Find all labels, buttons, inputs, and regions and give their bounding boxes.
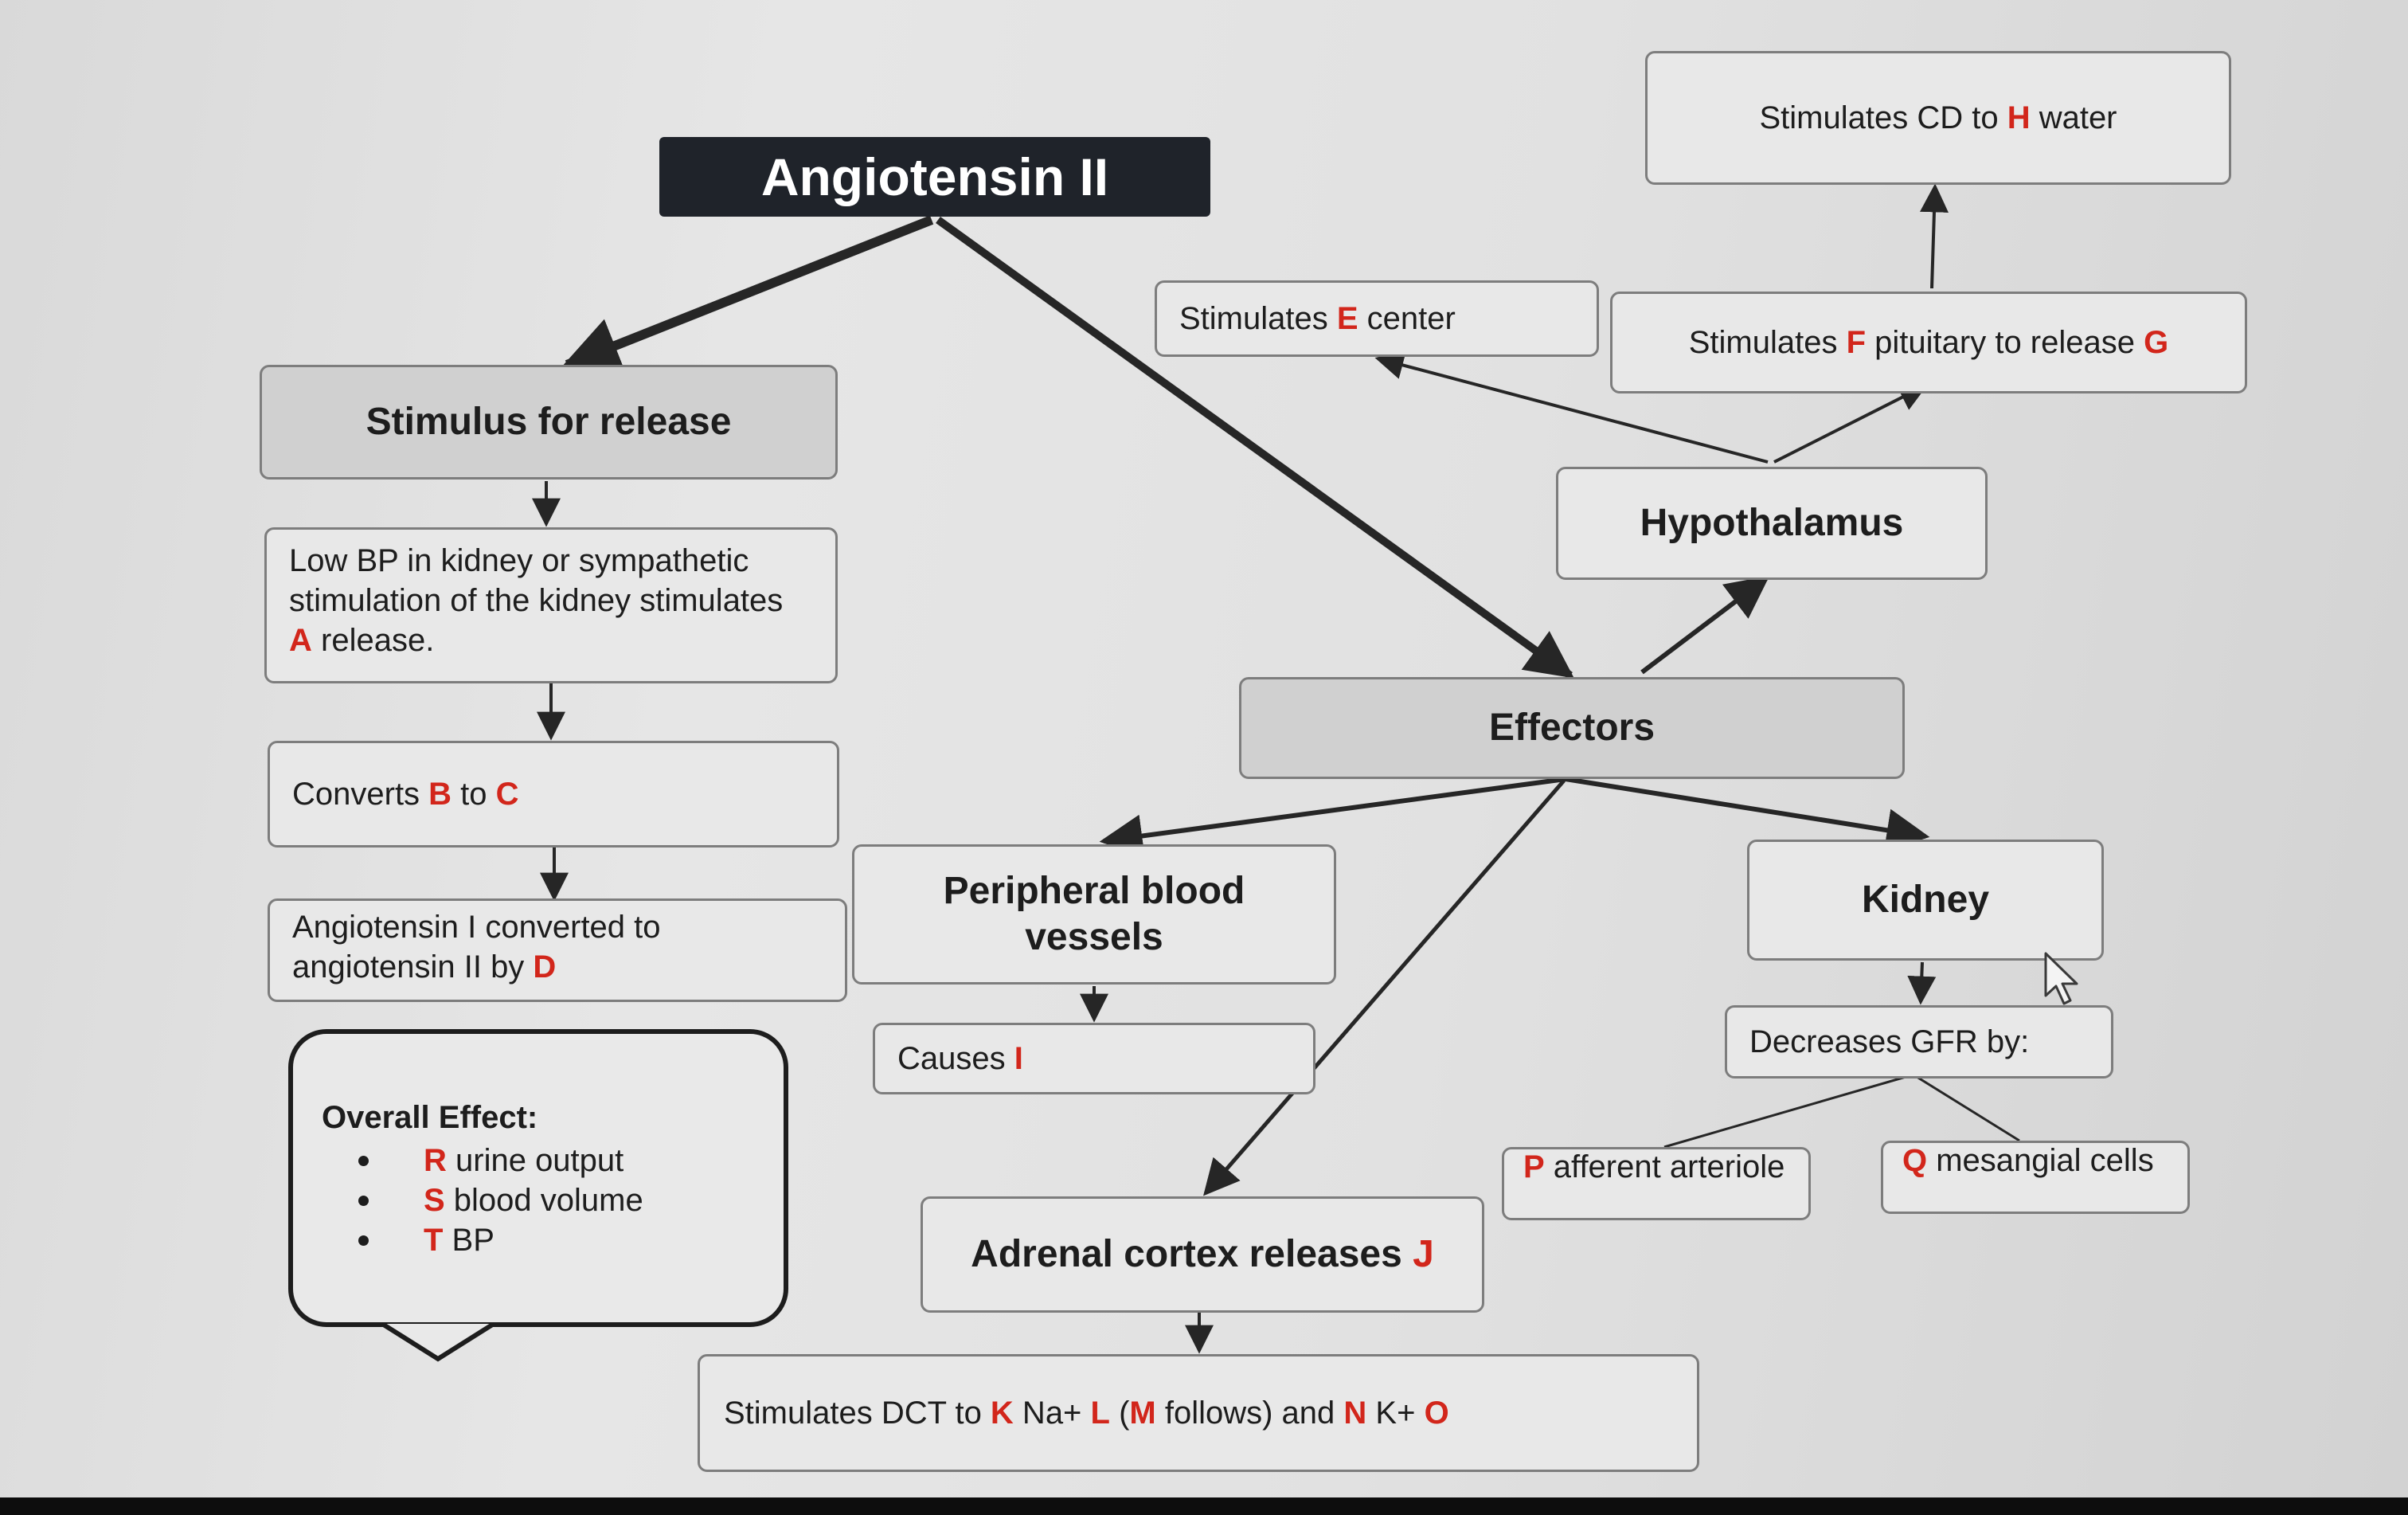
adrenal-cortex-label: Adrenal cortex releases — [971, 1233, 1413, 1275]
overall-effect-heading: Overall Effect: — [322, 1100, 538, 1135]
cd-text-end: water — [2030, 100, 2117, 135]
letter-h: H — [2007, 100, 2031, 135]
gfr-label: Decreases GFR by: — [1749, 1024, 2030, 1059]
letter-n: N — [1343, 1396, 1367, 1431]
letter-d: D — [533, 949, 557, 985]
overall-item-t: T BP — [322, 1220, 760, 1260]
pituitary-text: Stimulates — [1688, 325, 1847, 360]
stimulus-for-release-box: Stimulus for release — [260, 365, 838, 480]
arrow-effectors-to-hypothalamus — [1640, 575, 1770, 675]
hypothalamus-box: Hypothalamus — [1556, 467, 1988, 580]
letter-f: F — [1846, 325, 1867, 360]
dct-text: Stimulates DCT to — [724, 1396, 991, 1431]
letter-l: L — [1090, 1396, 1110, 1431]
causes-box: Causes I — [873, 1023, 1315, 1094]
angiotensin-i-box: Angiotensin I converted to angiotensin I… — [268, 898, 847, 1002]
q-mesangial-box: Q mesangial cells — [1881, 1141, 2190, 1214]
arrow-kidney-to-gfr — [1907, 961, 1937, 1005]
peripheral-blood-vessels-box: Peripheral blood vessels — [852, 844, 1336, 985]
screen-bezel — [0, 1497, 2408, 1515]
overall-item-r: R urine output — [322, 1141, 760, 1180]
angiotensin-i-text: Angiotensin I converted to angiotensin I… — [292, 910, 661, 985]
kidney-box: Kidney — [1747, 840, 2104, 961]
low-bp-box: Low BP in kidney or sympathetic stimulat… — [264, 527, 838, 683]
p-afferent-box: P afferent arteriole — [1502, 1147, 1811, 1220]
adrenal-cortex-box: Adrenal cortex releases J — [921, 1196, 1484, 1313]
arrow-title-to-effectors — [936, 216, 1574, 679]
low-bp-text-end: release. — [311, 623, 435, 658]
e-center-box: Stimulates E center — [1155, 280, 1599, 357]
stimulus-for-release-label: Stimulus for release — [366, 401, 732, 443]
converts-text: Converts — [292, 777, 429, 812]
letter-m: M — [1129, 1396, 1156, 1431]
dct-box: Stimulates DCT to K Na+ L (M follows) an… — [698, 1354, 1699, 1472]
arrow-pituitary-to-cd — [1919, 183, 1949, 289]
arrow-hypothalamus-to-e-center — [1374, 350, 1769, 464]
letter-e: E — [1336, 301, 1358, 336]
converts-box: Converts B to C — [268, 741, 839, 848]
e-center-text: Stimulates — [1179, 301, 1337, 336]
effectors-box: Effectors — [1239, 677, 1905, 779]
gfr-box: Decreases GFR by: — [1725, 1005, 2113, 1079]
overall-effect-list: R urine output S blood volume T BP — [322, 1141, 760, 1260]
angiotensin-ii-title: Angiotensin II — [659, 137, 1210, 217]
dct-na: Na+ — [1013, 1396, 1091, 1431]
pituitary-box: Stimulates F pituitary to release G — [1610, 292, 2247, 393]
arrow-effectors-to-adrenal — [1203, 779, 1566, 1196]
q-mesangial-text: mesangial cells — [1927, 1143, 2154, 1178]
arrow-hypothalamus-to-pituitary — [1773, 384, 1929, 464]
kidney-label: Kidney — [1861, 879, 1990, 921]
letter-o: O — [1424, 1396, 1449, 1431]
cd-water-box: Stimulates CD to H water — [1645, 51, 2231, 185]
peripheral-blood-vessels-label: Peripheral blood vessels — [943, 870, 1245, 958]
hypothalamus-label: Hypothalamus — [1640, 502, 1904, 544]
cd-text: Stimulates CD to — [1759, 100, 2007, 135]
arrow-title-to-stimulus — [561, 215, 934, 373]
letter-j: J — [1413, 1233, 1434, 1275]
letter-c: C — [495, 777, 519, 812]
dct-paren: ( — [1109, 1396, 1130, 1431]
letter-i: I — [1014, 1041, 1023, 1076]
dct-k: K+ — [1366, 1396, 1425, 1431]
effectors-label: Effectors — [1488, 707, 1656, 749]
causes-text: Causes — [897, 1041, 1014, 1076]
letter-b: B — [428, 777, 452, 812]
line-gfr-to-p — [1663, 1074, 1912, 1149]
converts-to: to — [452, 777, 496, 812]
letter-q: Q — [1902, 1143, 1928, 1178]
mouse-cursor-icon — [2044, 952, 2078, 1005]
letter-g: G — [2144, 325, 2169, 360]
dct-follows: follows) and — [1155, 1396, 1344, 1431]
arrow-effectors-to-peripheral — [1099, 777, 1566, 858]
line-gfr-to-q — [1914, 1074, 2020, 1142]
letter-a: A — [289, 623, 312, 658]
speech-bubble-tail — [382, 1322, 495, 1362]
overall-effect-bubble: Overall Effect: R urine output S blood v… — [288, 1029, 788, 1327]
pituitary-text-mid: pituitary to release — [1866, 325, 2144, 360]
letter-p: P — [1523, 1149, 1545, 1184]
overall-item-s: S blood volume — [322, 1180, 760, 1220]
p-afferent-text: afferent arteriole — [1544, 1149, 1785, 1184]
low-bp-text: Low BP in kidney or sympathetic stimulat… — [289, 543, 784, 618]
arrow-effectors-to-kidney — [1565, 777, 1930, 852]
letter-k: K — [990, 1396, 1014, 1431]
e-center-text-end: center — [1358, 301, 1456, 336]
